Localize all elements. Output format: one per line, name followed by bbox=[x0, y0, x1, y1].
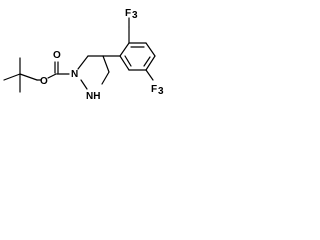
atom-n4: NH bbox=[86, 91, 100, 102]
atom-labels: O O N NH F 3 F 3 bbox=[40, 8, 164, 102]
atom-cf3-top-f: F bbox=[125, 8, 131, 19]
bond-o-carbonyl bbox=[47, 73, 57, 79]
bond-ar-4 bbox=[145, 55, 156, 71]
atom-carbonyl-oxygen: O bbox=[53, 50, 61, 61]
bond-n1-c2 bbox=[77, 55, 89, 70]
bond-lines bbox=[3, 17, 156, 93]
bond-ar-inner-3 bbox=[124, 55, 132, 67]
chemical-structure: O O N NH F 3 F 3 bbox=[3, 8, 164, 102]
bond-c3-c4 bbox=[102, 55, 110, 73]
bond-tbu-1 bbox=[3, 73, 21, 81]
bond-ar-6 bbox=[119, 55, 130, 71]
atom-n1: N bbox=[71, 69, 78, 80]
bond-ar-3 bbox=[145, 42, 156, 57]
bond-ar-inner-2 bbox=[143, 56, 151, 67]
bond-n4-c5 bbox=[80, 79, 88, 90]
atom-ester-oxygen: O bbox=[40, 76, 48, 87]
bond-aryl-cf3-right bbox=[145, 69, 154, 81]
atom-cf3-right-digit: 3 bbox=[158, 86, 164, 97]
bond-ar-1 bbox=[119, 42, 130, 57]
atom-cf3-right-f: F bbox=[151, 84, 157, 95]
bond-tbu-3 bbox=[19, 73, 38, 81]
atom-cf3-top-digit: 3 bbox=[132, 10, 138, 21]
bond-c4-n4 bbox=[101, 71, 110, 85]
